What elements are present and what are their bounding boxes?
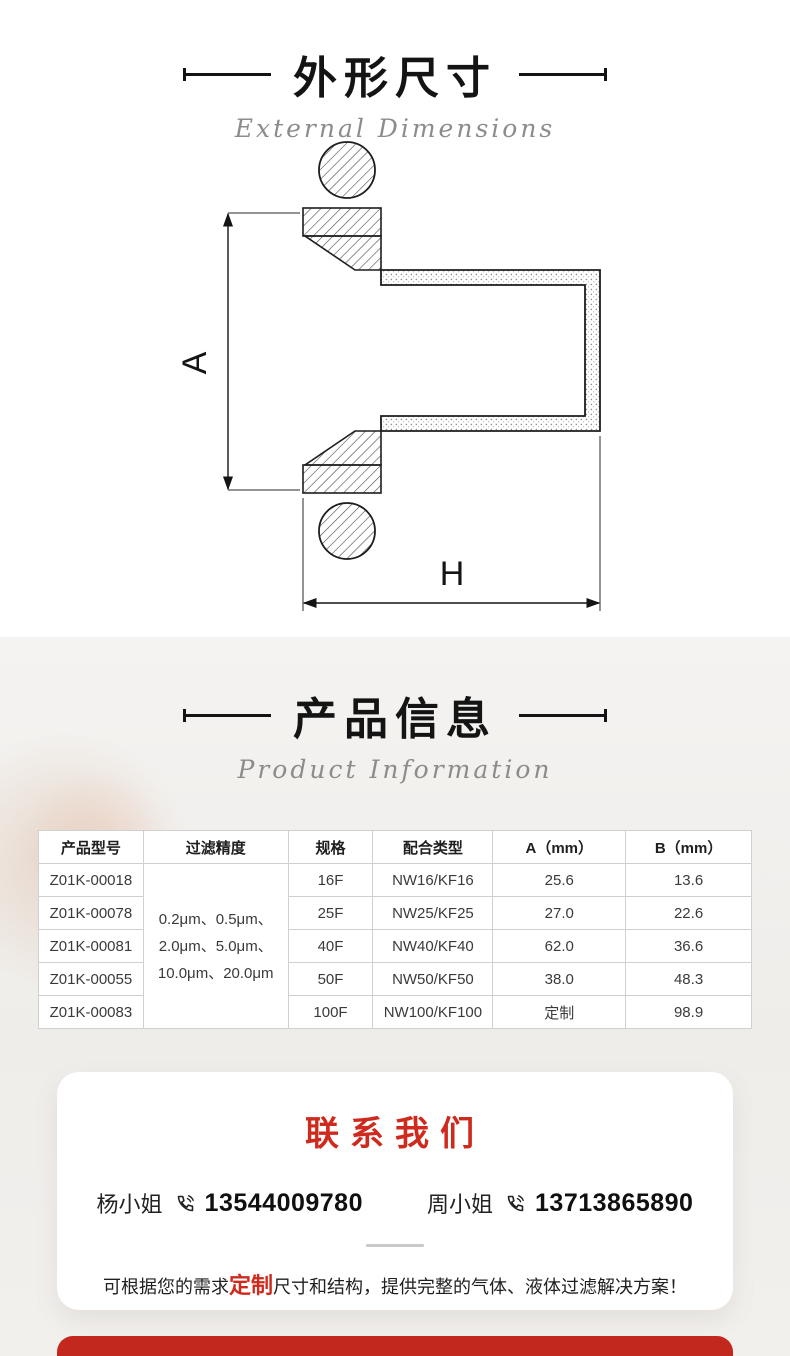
flange-plate-top (302, 207, 382, 237)
note-highlight: 定制 (228, 1273, 273, 1298)
precision-line: 0.2μm、0.5μm、 (158, 910, 273, 928)
oring-top (318, 141, 376, 199)
section-title: 产品信息 (293, 695, 497, 744)
technical-drawing: A H (176, 141, 601, 611)
contact-card: 联系我们 杨小姐 13544009780 周小姐 13713865890 (57, 1072, 733, 1310)
table-header-row: 产品型号 过滤精度 规格 配合类型 A（mm） B（mm） (38, 830, 752, 864)
note-prefix: 可根据您的需求 (102, 1277, 229, 1297)
col-header-model: 产品型号 (38, 830, 144, 864)
section-subtitle: Product Information (237, 755, 553, 784)
title-rule-right (519, 708, 607, 722)
card-divider (366, 1244, 424, 1247)
cell-spec: 100F (287, 995, 374, 1029)
product-spec-table: 产品型号 过滤精度 规格 配合类型 A（mm） B（mm） Z01K-00018… (38, 830, 752, 1029)
dim-a-label: A (176, 351, 214, 374)
footer-accent-bar (57, 1336, 733, 1356)
flange-plate-bottom (302, 464, 382, 494)
precision-line: 10.0μm、20.0μm (157, 964, 274, 982)
cell-precision: 0.2μm、0.5μm、 2.0μm、5.0μm、 10.0μm、20.0μm (142, 863, 289, 1029)
cell-a: 定制 (492, 995, 627, 1029)
section-header: 外形尺寸 External Dimensions (0, 0, 790, 143)
dim-h-label: H (440, 555, 465, 593)
title-rule-left (183, 67, 271, 81)
section-external-dimensions: 外形尺寸 External Dimensions (0, 0, 790, 637)
cell-b: 36.6 (625, 929, 752, 963)
flange-bevel-top (302, 235, 382, 271)
filter-tube-wall (380, 269, 601, 432)
cell-b: 98.9 (625, 995, 752, 1029)
phone-icon (177, 1194, 194, 1211)
col-header-a: A（mm） (492, 830, 627, 864)
contact-phone: 13713865890 (535, 1188, 694, 1217)
contact-row: 杨小姐 13544009780 周小姐 13713865890 (57, 1187, 733, 1219)
cell-type: NW25/KF25 (372, 896, 494, 930)
cell-spec: 16F (287, 863, 374, 897)
contact-phone: 13544009780 (204, 1188, 363, 1217)
cell-model: Z01K-00081 (38, 929, 144, 963)
cell-model: Z01K-00018 (38, 863, 144, 897)
contact-name: 杨小姐 (96, 1192, 163, 1217)
title-rule-left (183, 708, 271, 722)
cell-type: NW40/KF40 (372, 929, 494, 963)
contact-item: 周小姐 13713865890 (427, 1187, 693, 1219)
cell-type: NW16/KF16 (372, 863, 494, 897)
section-header: 产品信息 Product Information (0, 637, 790, 784)
cell-spec: 25F (287, 896, 374, 930)
contact-title: 联系我们 (305, 1115, 485, 1153)
phone-icon (507, 1194, 524, 1211)
section-subtitle: External Dimensions (234, 114, 556, 143)
cell-b: 13.6 (625, 863, 752, 897)
cell-type: NW50/KF50 (372, 962, 494, 996)
section-title: 外形尺寸 (293, 54, 497, 103)
contact-item: 杨小姐 13544009780 (97, 1187, 363, 1219)
col-header-b: B（mm） (625, 830, 752, 864)
cell-type: NW100/KF100 (372, 995, 494, 1029)
cell-spec: 50F (287, 962, 374, 996)
col-header-spec: 规格 (287, 830, 374, 864)
cell-b: 22.6 (625, 896, 752, 930)
custom-note: 可根据您的需求定制尺寸和结构，提供完整的气体、液体过滤解决方案！ (57, 1268, 733, 1300)
flange-bevel-bottom (302, 430, 382, 466)
table-row: Z01K-00078 25F NW25/KF25 27.0 22.6 (38, 896, 752, 930)
table-row: Z01K-00018 0.2μm、0.5μm、 2.0μm、5.0μm、 10.… (38, 863, 752, 1029)
cell-model: Z01K-00055 (38, 962, 144, 996)
precision-line: 2.0μm、5.0μm、 (158, 937, 273, 955)
cell-a: 62.0 (492, 929, 627, 963)
table-row: Z01K-00055 50F NW50/KF50 38.0 48.3 (38, 962, 752, 996)
col-header-type: 配合类型 (372, 830, 494, 864)
cell-a: 27.0 (492, 896, 627, 930)
col-header-precision: 过滤精度 (142, 830, 289, 864)
cell-b: 48.3 (625, 962, 752, 996)
cell-a: 38.0 (492, 962, 627, 996)
cell-a: 25.6 (492, 863, 627, 897)
table-row: Z01K-00083 100F NW100/KF100 定制 98.9 (38, 995, 752, 1029)
cell-model: Z01K-00078 (38, 896, 144, 930)
oring-bottom (318, 502, 376, 560)
cell-spec: 40F (287, 929, 374, 963)
table-row: Z01K-00081 40F NW40/KF40 62.0 36.6 (38, 929, 752, 963)
contact-name: 周小姐 (427, 1192, 494, 1217)
title-rule-right (519, 67, 607, 81)
cell-model: Z01K-00083 (38, 995, 144, 1029)
note-suffix: 尺寸和结构，提供完整的气体、液体过滤解决方案！ (273, 1277, 687, 1297)
